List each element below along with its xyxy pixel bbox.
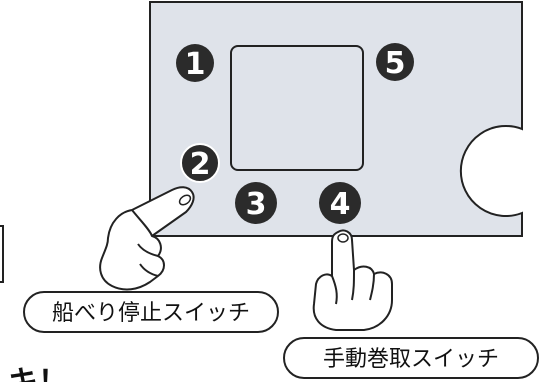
knuckle-line-right-2: [369, 273, 375, 301]
knuckle-line-left-2: [139, 263, 159, 277]
stop-switch-callout: [23, 291, 279, 333]
pointing-hand-icon-right: [312, 229, 393, 331]
fingernail-right: [337, 233, 349, 243]
stop-switch-label: 船べり停止スイッチ: [52, 301, 250, 326]
thumb-line-right: [331, 275, 338, 305]
button-4[interactable]: 4: [319, 182, 361, 224]
button-1[interactable]: 1: [176, 44, 214, 82]
pointing-hand-icon-left: [99, 186, 195, 291]
display-screen: [230, 45, 364, 171]
fingernail-left: [178, 194, 192, 206]
button-3[interactable]: 3: [235, 182, 277, 224]
button-2-badge: [180, 143, 220, 183]
manual-wind-label: 手動巻取スイッチ: [323, 347, 499, 372]
button-5-label: 5: [385, 46, 406, 81]
button-1-badge: [176, 44, 214, 82]
knuckle-line-left-1: [137, 243, 159, 257]
button-2-label: 2: [190, 147, 211, 182]
button-5[interactable]: 5: [376, 43, 414, 81]
finger-line-left: [131, 209, 153, 237]
button-4-label: 4: [330, 187, 351, 222]
manual-wind-callout: [283, 337, 539, 379]
knuckle-line-right-1: [351, 269, 355, 301]
button-3-label: 3: [246, 187, 267, 222]
button-1-label: 1: [185, 47, 206, 82]
bottom-partial-text: キ！: [8, 365, 68, 382]
button-5-badge: [376, 43, 414, 81]
button-2[interactable]: 2: [180, 143, 220, 183]
button-4-badge: [319, 182, 361, 224]
button-3-badge: [235, 182, 277, 224]
